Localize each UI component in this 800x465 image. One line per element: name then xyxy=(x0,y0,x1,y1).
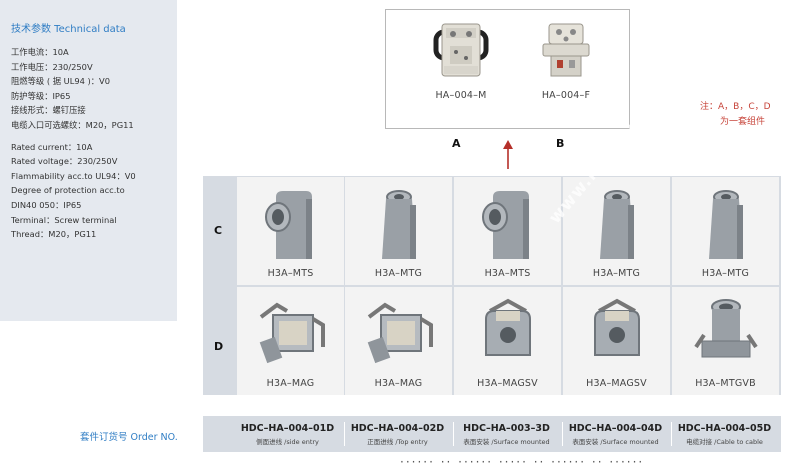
row-label-d: D xyxy=(214,340,224,353)
order-divider xyxy=(344,422,345,446)
housing-cell: H3A–MAG xyxy=(345,287,452,395)
assembly-note-line1: 注：A，B，C，D xyxy=(700,102,771,112)
order-code: HDC–HA–004–02D xyxy=(350,423,445,434)
order-description: 电缆对接 /Cable to cable xyxy=(686,438,763,446)
order-divider xyxy=(453,422,454,446)
top-entry-hood-icon xyxy=(599,190,634,259)
top-entry-hood-icon xyxy=(381,190,416,259)
cable-housing-icon xyxy=(693,299,758,358)
spec-protection-en: Degree of protection acc.to xyxy=(11,185,125,196)
insert-male-model: HA–004–M xyxy=(435,90,487,101)
order-description: 表面安装 /Surface mounted xyxy=(572,438,659,446)
base-housing-icon xyxy=(367,302,433,364)
spec-rated-current-en: Rated current：10A xyxy=(11,141,93,152)
label-a: A xyxy=(452,137,461,150)
insert-female-model: HA–004–F xyxy=(541,90,591,101)
side-entry-hood-icon xyxy=(264,191,312,259)
assembly-note: 注：A，B，C，D 为一套组件 xyxy=(700,100,771,130)
housing-model: H3A–MAGSV xyxy=(586,378,647,389)
housing-cell: H3A–MTGVB xyxy=(672,287,779,395)
hood-model: H3A–MTS xyxy=(267,268,314,279)
insert-box: HA–004–M HA–004–F xyxy=(385,9,630,129)
spec-terminal-en: Terminal：Screw terminal xyxy=(11,214,117,225)
order-number-label: 套件订货号 Order NO. xyxy=(80,432,178,443)
spec-gap xyxy=(11,133,177,140)
hood-model: H3A–MTS xyxy=(484,268,531,279)
technical-data-panel: 技术参数 Technical data 工作电流：10A 工作电压：230/25… xyxy=(0,0,177,321)
insert-male: HA–004–M xyxy=(416,20,506,101)
housing-model: H3A–MAG xyxy=(374,378,423,389)
spec-rated-voltage-en: Rated voltage：230/250V xyxy=(11,156,118,167)
insert-female: HA–004–F xyxy=(521,20,611,101)
female-insert-icon xyxy=(542,23,590,77)
housing-cell: H3A–MAGSV xyxy=(563,287,670,395)
hood-cell: H3A–MTG xyxy=(345,177,452,285)
spec-thread-cn: 电缆入口可选螺纹：M20，PG11 xyxy=(11,119,134,130)
housing-cell: H3A–MAG xyxy=(237,287,344,395)
hood-cell: H3A–MTS xyxy=(454,177,561,285)
spec-protection-cn: 防护等级：IP65 xyxy=(11,90,71,101)
spec-din-en: DIN40 050：IP65 xyxy=(11,199,82,210)
assembly-note-line2: 为一套组件 xyxy=(720,117,766,127)
order-divider xyxy=(562,422,563,446)
order-cell: HDC–HA–004–02D 正面进线 /Top entry xyxy=(345,420,450,448)
spec-thread-en: Thread：M20，PG11 xyxy=(11,229,97,240)
order-cell: HDC–HA–004–04D 表面安装 /Surface mounted xyxy=(563,420,668,448)
hood-cell: H3A–MTG xyxy=(672,177,779,285)
order-cell: HDC–HA–003–3D 表面安装 /Surface mounted xyxy=(454,420,559,448)
order-cell: HDC–HA–004–01D 侧面进线 /side entry xyxy=(235,420,340,448)
spec-rated-voltage-cn: 工作电压：230/250V xyxy=(11,61,93,72)
spec-flammability-cn: 阻燃等级 ( 据 UL94 )：V0 xyxy=(11,76,111,87)
hood-model: H3A–MTG xyxy=(701,268,750,279)
cropped-footer-text: ······ ·· ······ ····· ·· ······ ·· ····… xyxy=(400,458,750,465)
up-arrow-icon xyxy=(503,140,513,169)
side-entry-hood-icon xyxy=(481,191,529,259)
order-code: HDC–HA–004–04D xyxy=(568,423,663,434)
label-b: B xyxy=(556,137,565,150)
spec-flammability-en: Flammability acc.to UL94：V0 xyxy=(11,170,136,181)
hood-model: H3A–MTG xyxy=(374,268,423,279)
hood-cell: H3A–MTS xyxy=(237,177,344,285)
base-housing-icon xyxy=(259,302,325,364)
housing-model: H3A–MAGSV xyxy=(477,378,538,389)
order-description: 侧面进线 /side entry xyxy=(256,438,319,446)
order-divider xyxy=(671,422,672,446)
surface-housing-icon xyxy=(484,298,531,356)
order-code: HDC–HA–004–01D xyxy=(240,423,335,434)
technical-data-title: 技术参数 Technical data xyxy=(11,24,126,35)
spec-terminal-cn: 接线形式：螺钉压接 xyxy=(11,105,86,116)
order-number-row: HDC–HA–004–01D 侧面进线 /side entry HDC–HA–0… xyxy=(203,416,781,452)
order-code: HDC–HA–004–05D xyxy=(677,423,772,434)
housing-cell: H3A–MAGSV xyxy=(454,287,561,395)
row-label-c: C xyxy=(214,224,223,237)
cropped-footer-glyphs: ······ ·· ······ ····· ·· ······ ·· ····… xyxy=(400,458,645,465)
top-entry-hood-icon xyxy=(708,190,743,259)
housing-model: H3A–MAG xyxy=(266,378,315,389)
hood-model: H3A–MTG xyxy=(592,268,641,279)
surface-housing-icon xyxy=(593,298,640,356)
order-description: 正面进线 /Top entry xyxy=(367,438,428,446)
order-description: 表面安装 /Surface mounted xyxy=(463,438,550,446)
housing-model: H3A–MTGVB xyxy=(695,378,756,389)
order-cell: HDC–HA–004–05D 电缆对接 /Cable to cable xyxy=(672,420,777,448)
hood-cell: H3A–MTG xyxy=(563,177,670,285)
order-code: HDC–HA–003–3D xyxy=(463,423,550,434)
male-insert-icon xyxy=(433,23,489,77)
spec-rated-current-cn: 工作电流：10A xyxy=(11,47,69,57)
